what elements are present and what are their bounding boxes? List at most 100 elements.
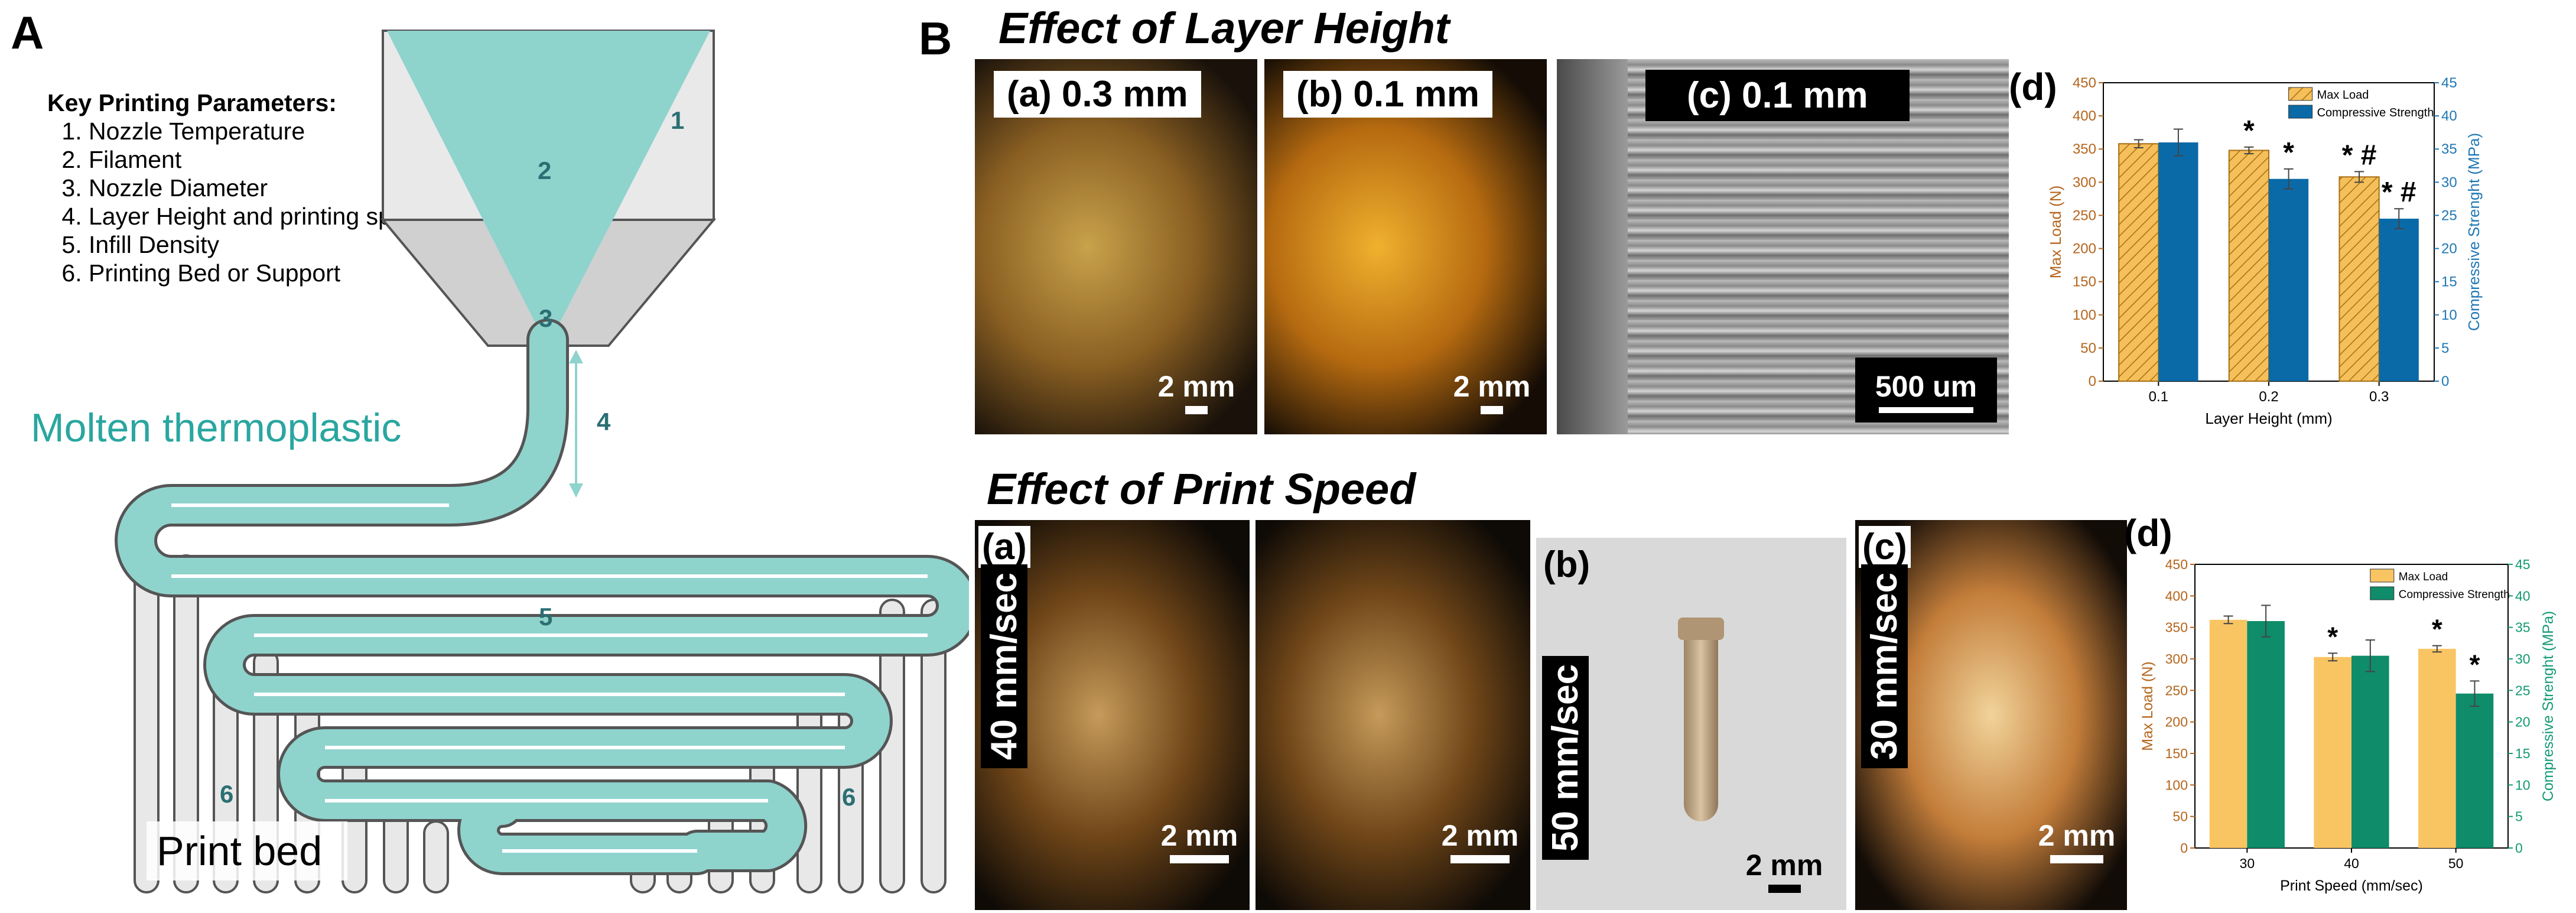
scale-bar: 2 mm xyxy=(1439,818,1521,863)
bar xyxy=(2338,176,2380,382)
printing-schematic xyxy=(115,30,969,893)
significance-mark: * xyxy=(2470,649,2480,680)
y2-axis-label: Compressive Strenght (MPa) xyxy=(2465,133,2483,331)
y-axis-label: Max Load (N) xyxy=(2139,661,2156,750)
chart-print-speed-letter: (d) xyxy=(2124,512,2172,554)
scale-text: 2 mm xyxy=(2038,819,2116,852)
number-label-3: 3 xyxy=(539,304,553,332)
photo-letter: (b) xyxy=(1543,544,1591,585)
param-item: Infill Density xyxy=(89,230,432,259)
y2-tick-label: 15 xyxy=(2441,274,2457,290)
photo-sem-0-1mm: (c) 0.1 mm 500 um xyxy=(1557,59,2009,434)
key-parameters-list: Key Printing Parameters: Nozzle Temperat… xyxy=(47,89,432,287)
y-tick-label: 50 xyxy=(2172,809,2188,824)
legend-label: Compressive Strength xyxy=(2317,106,2434,119)
y-tick-label: 300 xyxy=(2165,651,2188,667)
x-tick-label: 0.1 xyxy=(2149,389,2168,405)
photo-letter: (c) xyxy=(1859,526,1911,568)
print-bed-label-bg xyxy=(147,821,347,880)
print-speed-title: Effect of Print Speed xyxy=(987,464,1416,514)
significance-mark: * xyxy=(2243,115,2255,147)
bar xyxy=(2247,621,2285,848)
y2-tick-label: 10 xyxy=(2515,777,2531,792)
y-tick-label: 0 xyxy=(2180,840,2188,856)
y-tick-label: 150 xyxy=(2165,746,2188,761)
y2-tick-label: 0 xyxy=(2515,840,2523,856)
photo-label: (b) 0.1 mm xyxy=(1283,71,1493,118)
param-item: Nozzle Diameter xyxy=(89,174,432,202)
chart-print-speed: 0501001502002503003504004500510152025303… xyxy=(2139,557,2557,894)
layer-height-title: Effect of Layer Height xyxy=(998,4,1450,53)
y-tick-label: 100 xyxy=(2165,777,2188,792)
y-axis-label: Max Load (N) xyxy=(2047,186,2064,279)
number-label-2: 2 xyxy=(538,157,552,184)
y2-tick-label: 0 xyxy=(2441,373,2449,389)
y2-tick-label: 20 xyxy=(2515,714,2531,730)
param-item: Nozzle Temperature xyxy=(89,117,432,145)
x-axis-label: Layer Height (mm) xyxy=(2205,410,2332,427)
x-tick-label: 0.2 xyxy=(2259,389,2278,405)
y2-tick-label: 40 xyxy=(2441,108,2457,124)
y2-tick-label: 45 xyxy=(2441,75,2457,91)
y-tick-label: 50 xyxy=(2080,340,2096,356)
y2-tick-label: 5 xyxy=(2515,809,2523,824)
y2-tick-label: 30 xyxy=(2515,651,2531,667)
scale-bar: 2 mm xyxy=(1158,818,1241,863)
y-tick-label: 0 xyxy=(2089,373,2096,389)
param-item: Filament xyxy=(89,145,432,174)
y-tick-label: 400 xyxy=(2165,588,2188,603)
significance-mark: * xyxy=(2432,614,2442,645)
y-tick-label: 450 xyxy=(2165,557,2188,572)
y-tick-label: 200 xyxy=(2165,714,2188,730)
y2-tick-label: 40 xyxy=(2515,588,2531,603)
legend-swatch xyxy=(2370,586,2395,600)
y2-tick-label: 20 xyxy=(2441,241,2457,257)
y2-tick-label: 35 xyxy=(2441,141,2457,157)
scale-bar: 2 mm xyxy=(1743,848,1826,893)
photo-layer-0-3mm: (a) 0.3 mm 2 mm xyxy=(975,59,1257,434)
params-ordered-list: Nozzle Temperature Filament Nozzle Diame… xyxy=(47,117,432,287)
chart-layer-height: 0501001502002503003504004500510152025303… xyxy=(2047,75,2483,427)
photo-label: (c) 0.1 mm xyxy=(1645,70,1910,122)
bar xyxy=(2118,143,2159,382)
speed-tag-50: 50 mm/sec xyxy=(1542,655,1589,860)
x-tick-label: 40 xyxy=(2344,856,2359,871)
x-tick-label: 0.3 xyxy=(2369,389,2389,405)
bar xyxy=(2228,150,2269,382)
significance-mark: * # xyxy=(2342,139,2377,171)
bar xyxy=(2418,648,2456,848)
significance-mark: * xyxy=(2327,621,2338,652)
scale-text: 2 mm xyxy=(1441,819,1519,852)
bar xyxy=(2455,693,2494,848)
number-label-1: 1 xyxy=(671,106,685,134)
scale-text: 2 mm xyxy=(1745,849,1823,882)
y-tick-label: 350 xyxy=(2165,620,2188,635)
x-tick-label: 50 xyxy=(2448,856,2464,871)
molten-thermoplastic-label: Molten thermoplastic xyxy=(31,405,402,450)
legend-label: Max Load xyxy=(2317,89,2369,102)
print-bed-label: Print bed xyxy=(157,828,323,874)
y-tick-label: 250 xyxy=(2165,683,2188,698)
scale-text: 2 mm xyxy=(1453,370,1531,403)
y-tick-label: 250 xyxy=(2073,207,2096,223)
params-title: Key Printing Parameters: xyxy=(47,89,337,116)
y-tick-label: 150 xyxy=(2073,274,2096,290)
y-tick-label: 450 xyxy=(2073,75,2096,91)
bar xyxy=(2209,619,2248,848)
y2-tick-label: 25 xyxy=(2441,207,2457,223)
scale-text: 2 mm xyxy=(1160,819,1238,852)
y2-tick-label: 35 xyxy=(2515,620,2531,635)
y2-tick-label: 5 xyxy=(2441,340,2449,356)
legend-swatch xyxy=(2288,87,2313,101)
bar xyxy=(2314,657,2351,848)
photo-letter: (a) xyxy=(978,526,1030,568)
scale-bar: 500 um xyxy=(1855,358,1997,423)
significance-mark: * xyxy=(2283,137,2294,168)
legend-swatch xyxy=(2370,568,2395,583)
photo-speed-40-b: 2 mm xyxy=(1256,520,1530,910)
y-tick-label: 400 xyxy=(2073,108,2096,124)
y-tick-label: 300 xyxy=(2073,174,2096,190)
param-item: Layer Height and printing speed xyxy=(89,202,432,230)
chart-layer-height-letter: (d) xyxy=(2009,66,2057,108)
photo-label: (a) 0.3 mm xyxy=(994,71,1201,118)
